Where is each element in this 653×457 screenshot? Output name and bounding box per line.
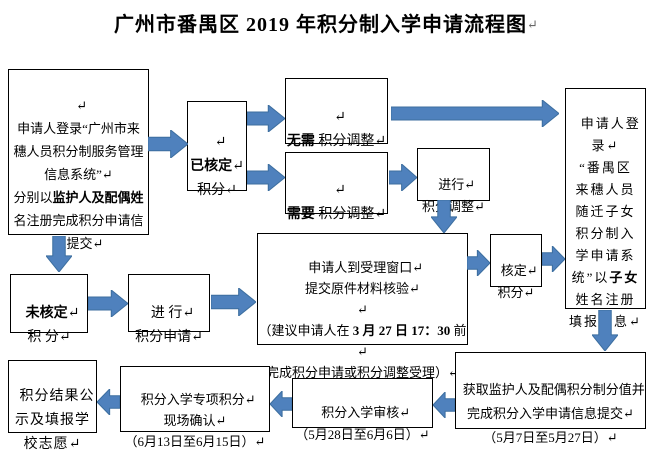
arrow-needadjust-to-doadjust-icon: [389, 164, 417, 191]
box-points-verified: ↵ 已核定↵ 积分↵: [187, 101, 247, 198]
arrow-verified-to-noadjust-icon: [247, 105, 285, 132]
paragraph-mark: ↵: [527, 17, 539, 32]
box-no-adjustment: ↵ 无需 积分调整↵: [285, 78, 388, 149]
arrow-login-to-unverified-icon: [46, 236, 72, 272]
box-points-confirmed: 核定↵ 积分↵: [490, 234, 542, 300]
box-points-unverified: 未核定↵ 积 分↵: [10, 274, 88, 345]
arrow-verified-to-needadjust-icon: [247, 164, 285, 191]
box-onsite-confirmation: 积分入学专项积分↵ 现场确认↵ （6月13日至6月15日）↵: [120, 366, 270, 449]
arrow-childsystem-to-submit-icon: [592, 310, 618, 351]
box-result-publicity: 积分结果公 示及填报学 校志愿↵: [8, 360, 97, 452]
arrow-login-to-verified-icon: [148, 130, 188, 158]
box-enrollment-review: 积分入学审核↵ （5月28日至6月6日）↵: [292, 378, 433, 442]
box-need-adjustment: ↵ 需要 积分调整↵: [285, 152, 388, 222]
box-submit-enrollment-info: 获取监护人及配偶积分制分值并 完成积分入学申请信息提交↵ （5月7日至5月27日…: [455, 352, 646, 445]
box-login-points-system: ↵ 申请人登录“广州市来 穗人员积分制服务管理 信息系统”↵ 分别以监护人及配偶…: [8, 69, 149, 251]
box-child-enroll-system: 申请人登 录↵ “番禺区 来穗人员 随迁子女 积分制入 学申请系 统”以子女 姓…: [565, 88, 646, 329]
arrow-review-to-onsite-icon: [270, 391, 292, 417]
arrow-doadjust-to-window-icon: [431, 200, 457, 233]
box-do-adjustment: 进行↵ 积分调整↵: [417, 148, 490, 214]
arrow-unverified-to-apply-icon: [88, 290, 128, 317]
arrow-submit-to-review-icon: [433, 392, 455, 418]
arrow-confirmed-to-childsystem-icon: [542, 246, 565, 272]
flowchart-title: 广州市番禺区 2019 年积分制入学申请流程图↵: [114, 14, 539, 36]
arrow-apply-to-window-icon: [211, 288, 256, 316]
arrow-noadjust-to-childsystem-icon: [391, 100, 559, 127]
arrow-onsite-to-result-icon: [97, 389, 120, 415]
arrow-window-to-confirmed-icon: [467, 250, 490, 276]
box-window-verification: 申请人到受理窗口↵ 提交原件材料核验↵ ↵ （建议申请人在 3 月 27 日 1…: [257, 233, 468, 380]
box-do-application: 进 行↵ 积分申请↵: [128, 274, 210, 345]
